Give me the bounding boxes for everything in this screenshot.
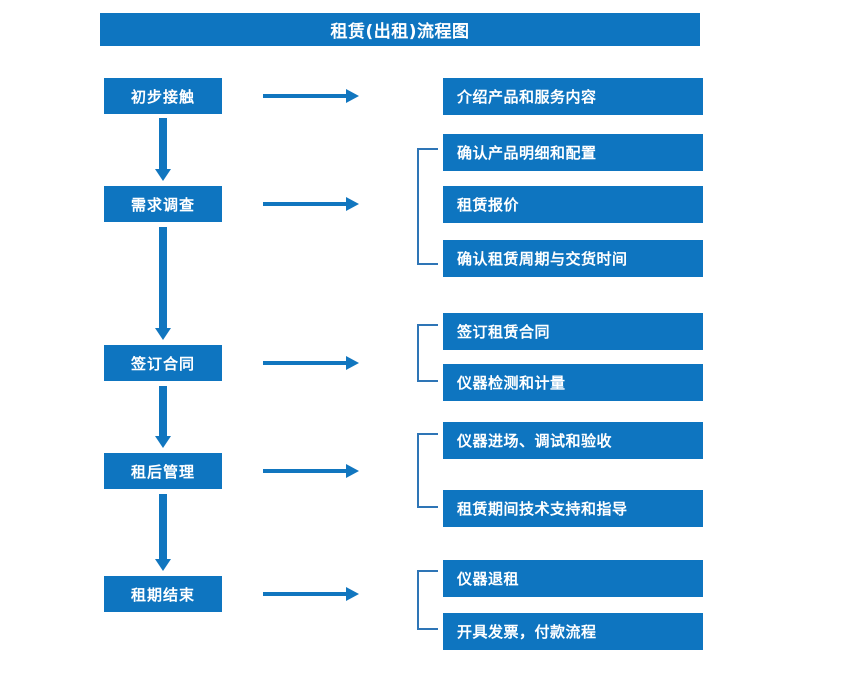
group-bracket-3 (417, 433, 438, 508)
arrow-shaft (159, 386, 167, 436)
arrow-head-icon (346, 356, 359, 370)
group-bracket-4 (417, 570, 438, 630)
vertical-arrow-4 (155, 494, 171, 571)
horizontal-arrow-1 (263, 89, 359, 103)
detail-box-5[interactable]: 签订租赁合同 (443, 313, 703, 350)
detail-box-10[interactable]: 开具发票，付款流程 (443, 613, 703, 650)
vertical-arrow-2 (155, 227, 171, 340)
arrow-head-icon (346, 89, 359, 103)
arrow-head-icon (155, 328, 171, 340)
arrow-head-icon (155, 169, 171, 181)
vertical-arrow-3 (155, 386, 171, 448)
horizontal-arrow-5 (263, 587, 359, 601)
arrow-shaft (263, 469, 347, 473)
arrow-head-icon (155, 559, 171, 571)
stage-box-2[interactable]: 需求调查 (104, 186, 222, 222)
detail-box-2[interactable]: 确认产品明细和配置 (443, 134, 703, 171)
arrow-shaft (263, 94, 347, 98)
detail-box-8[interactable]: 租赁期间技术支持和指导 (443, 490, 703, 527)
group-bracket-2 (417, 324, 438, 382)
stage-box-4[interactable]: 租后管理 (104, 453, 222, 489)
arrow-shaft (159, 494, 167, 559)
vertical-arrow-1 (155, 118, 171, 181)
diagram-title: 租赁(出租)流程图 (100, 13, 700, 46)
arrow-head-icon (346, 587, 359, 601)
arrow-head-icon (346, 464, 359, 478)
stage-box-5[interactable]: 租期结束 (104, 576, 222, 612)
detail-box-7[interactable]: 仪器进场、调试和验收 (443, 422, 703, 459)
detail-box-1[interactable]: 介绍产品和服务内容 (443, 78, 703, 115)
stage-box-1[interactable]: 初步接触 (104, 78, 222, 114)
stage-box-3[interactable]: 签订合同 (104, 345, 222, 381)
arrow-head-icon (346, 197, 359, 211)
arrow-shaft (263, 202, 347, 206)
arrow-shaft (263, 361, 347, 365)
group-bracket-1 (417, 148, 438, 265)
arrow-shaft (263, 592, 347, 596)
arrow-shaft (159, 118, 167, 169)
detail-box-4[interactable]: 确认租赁周期与交货时间 (443, 240, 703, 277)
detail-box-3[interactable]: 租赁报价 (443, 186, 703, 223)
arrow-shaft (159, 227, 167, 328)
horizontal-arrow-4 (263, 464, 359, 478)
horizontal-arrow-3 (263, 356, 359, 370)
horizontal-arrow-2 (263, 197, 359, 211)
detail-box-9[interactable]: 仪器退租 (443, 560, 703, 597)
detail-box-6[interactable]: 仪器检测和计量 (443, 364, 703, 401)
arrow-head-icon (155, 436, 171, 448)
